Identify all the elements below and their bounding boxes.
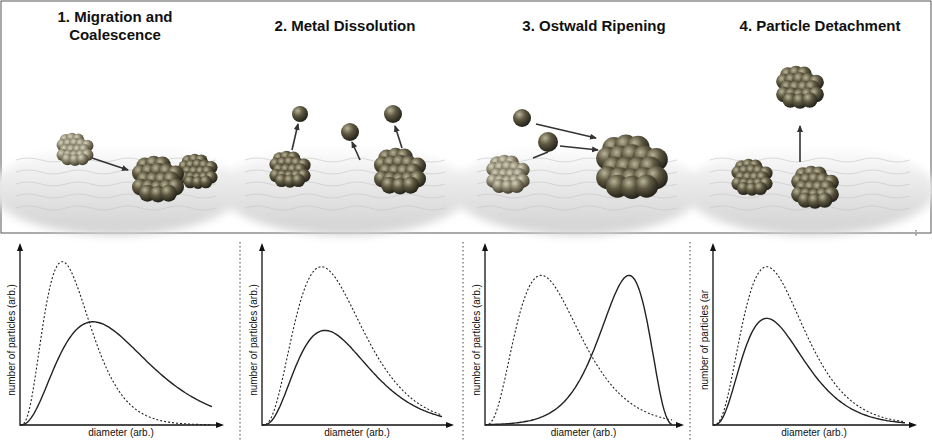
surface-wave [245,194,445,198]
x-axis-label: diameter (arb.) [551,427,617,438]
chart-axis [262,245,452,425]
chart-axis [485,245,682,425]
y-axis-label: number of particles (arb.) [471,284,482,396]
metal-atom [384,105,402,123]
panel-title: 3. Ostwald Ripening [489,17,699,35]
before-distribution [20,262,212,425]
axis-arrowhead [259,243,454,428]
after-distribution [713,318,905,425]
metal-atom [292,174,305,187]
metal-atom [817,192,832,207]
metal-atom [200,176,213,189]
after-distribution [20,322,212,425]
surface-texture [16,158,910,210]
axis-arrowhead [17,243,224,428]
before-distribution [485,275,672,425]
metal-atom [510,179,524,193]
surface-wave [477,206,677,210]
chart-axis [713,245,915,425]
before-distribution [713,267,905,425]
chart-axis [20,245,222,425]
metal-atom [292,106,308,122]
y-axis-label: number of particles (ar [699,290,710,390]
y-axis-label: number of particles (arb.) [6,284,17,396]
panel-divider [240,230,916,440]
panel-title: 4. Particle Detachment [710,17,930,35]
metal-atom [513,109,531,127]
metal-atom [341,123,359,141]
after-distribution [262,330,442,425]
motion-arrows [92,124,800,170]
metal-atom [754,182,767,195]
x-axis-label: diameter (arb.) [781,427,847,438]
metal-particles [57,66,839,209]
y-axis-label: number of particles (arb.) [248,284,259,396]
support-surface [0,145,932,235]
metal-atom [77,153,89,165]
panel-title: 2. Metal Dissolution [240,17,450,35]
surface-wave [16,194,216,198]
metal-atom [402,177,419,194]
metal-atom [802,92,817,107]
size-distribution-chart [17,243,917,428]
panel-title: 1. Migration and Coalescence [25,8,205,44]
before-distribution [262,267,442,425]
metal-atom [160,185,177,202]
x-axis-label: diameter (arb.) [324,427,390,438]
after-distribution [485,275,672,424]
axis-arrowhead [482,243,684,428]
surface-wave [245,206,445,210]
surface-wave [16,206,216,210]
axis-arrowhead [710,243,917,428]
x-axis-label: diameter (arb.) [88,427,154,438]
metal-atom [538,132,558,152]
metal-atom [635,175,658,198]
